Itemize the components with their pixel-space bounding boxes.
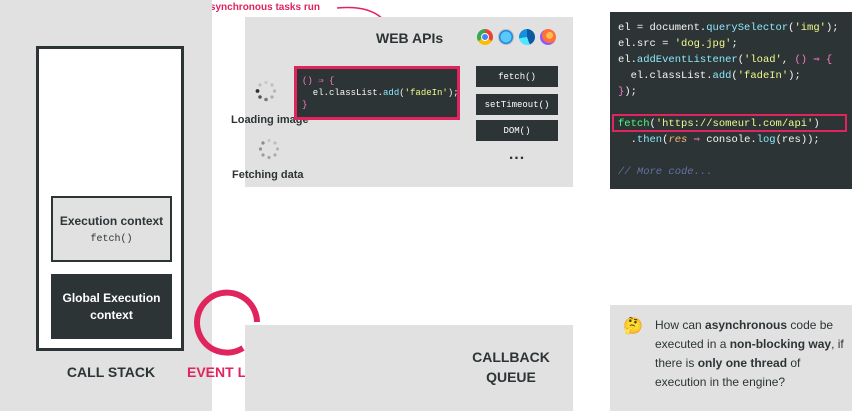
api-settimeout: setTimeout() (476, 94, 558, 115)
callback-code-line: } (302, 100, 308, 110)
code-panel: el = document.querySelector('img'); el.s… (610, 12, 852, 189)
callback-queue-line1: CALLBACK (472, 349, 550, 365)
execution-context-box: Execution context fetch() (51, 196, 172, 262)
callback-queue-line2: QUEUE (486, 369, 536, 385)
browser-icons (477, 29, 556, 45)
code-line: .then(res ⇒ console.log(res)); (618, 134, 820, 146)
global-context-line1: Global Execution (62, 290, 161, 305)
web-apis-label: WEB APIs (376, 30, 444, 46)
api-dom: DOM() (476, 120, 558, 141)
code-line: // More code... (618, 166, 713, 178)
firefox-icon (540, 29, 556, 45)
code-line: el.addEventListener('load', () ⇒ { (618, 54, 833, 66)
callback-code-line: () ⇒ { (302, 76, 335, 86)
callback-queue-panel (245, 325, 573, 411)
global-execution-context-box: Global Execution context (51, 274, 172, 339)
code-line: el.src = 'dog.jpg'; (618, 38, 738, 50)
code-line: }); (618, 86, 637, 98)
thinking-face-icon: 🤔 (623, 318, 643, 335)
code-line (618, 148, 852, 164)
call-stack-label: CALL STACK (66, 364, 156, 380)
question-text: How can asynchronous code be executed in… (655, 318, 844, 389)
code-line: el.classList.add('fadeIn'); (618, 70, 801, 82)
fetch-highlight-box (612, 114, 847, 132)
loading-image-label: Loading image (231, 114, 309, 126)
callback-code-box: () ⇒ { el.classList.add('fadeIn');} (294, 66, 460, 120)
safari-icon (498, 29, 514, 45)
chrome-icon (477, 29, 493, 45)
api-more-ellipsis: ... (508, 146, 526, 163)
loading-spinner-icon (255, 80, 277, 102)
execution-context-title: Execution context (59, 214, 164, 228)
edge-icon (519, 29, 535, 45)
api-fetch: fetch() (476, 66, 558, 87)
callback-code-line: el.classList.add('fadeIn'); (302, 88, 459, 98)
execution-context-code: fetch() (90, 234, 133, 245)
annotation-text: Where asynchronous tasks run (171, 2, 320, 13)
fetching-data-label: Fetching data (232, 169, 304, 181)
code-line: fetch('https://someurl.com/api') (618, 118, 820, 130)
question-panel (610, 305, 852, 411)
callback-queue-label: CALLBACK QUEUE (452, 347, 570, 387)
global-context-line2: context (90, 307, 133, 322)
code-line: el = document.querySelector('img'); (618, 22, 839, 34)
fetching-spinner-icon (258, 138, 280, 160)
